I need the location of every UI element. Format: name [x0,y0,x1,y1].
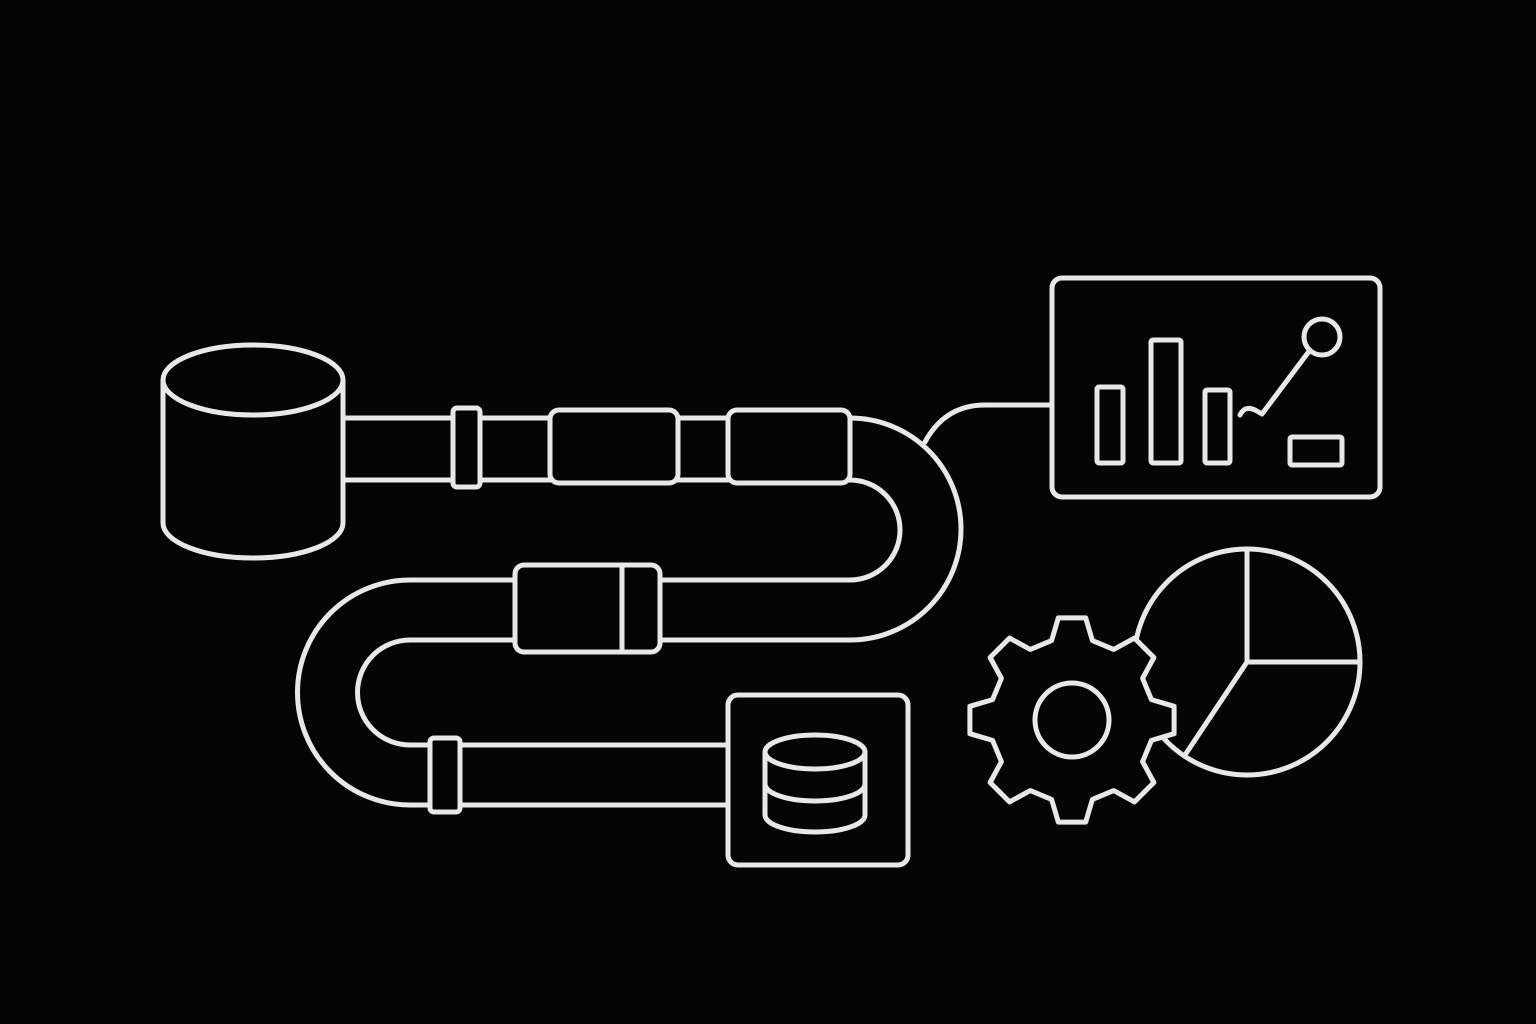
bar [1287,434,1345,468]
bar [1202,387,1233,466]
database-stack-icon [725,692,911,868]
pipe-coupling [450,405,483,490]
pipe-coupling [427,735,463,815]
bar-chart-dashboard-icon [1049,275,1383,500]
pipe-coupling [725,407,853,486]
bar [1148,337,1184,466]
pie-chart-icon [1131,546,1363,778]
gear-icon [967,615,1177,825]
pipe-coupling [547,407,681,486]
database-icon [160,342,346,561]
connector-line [922,402,1055,445]
bar [1094,384,1126,466]
pipeline-icon [295,402,1055,815]
pipe-coupling [512,562,663,655]
pipe-top [340,415,964,748]
trend-line [1237,347,1313,418]
trend-point [1301,316,1343,358]
pipe-inner [295,477,903,808]
